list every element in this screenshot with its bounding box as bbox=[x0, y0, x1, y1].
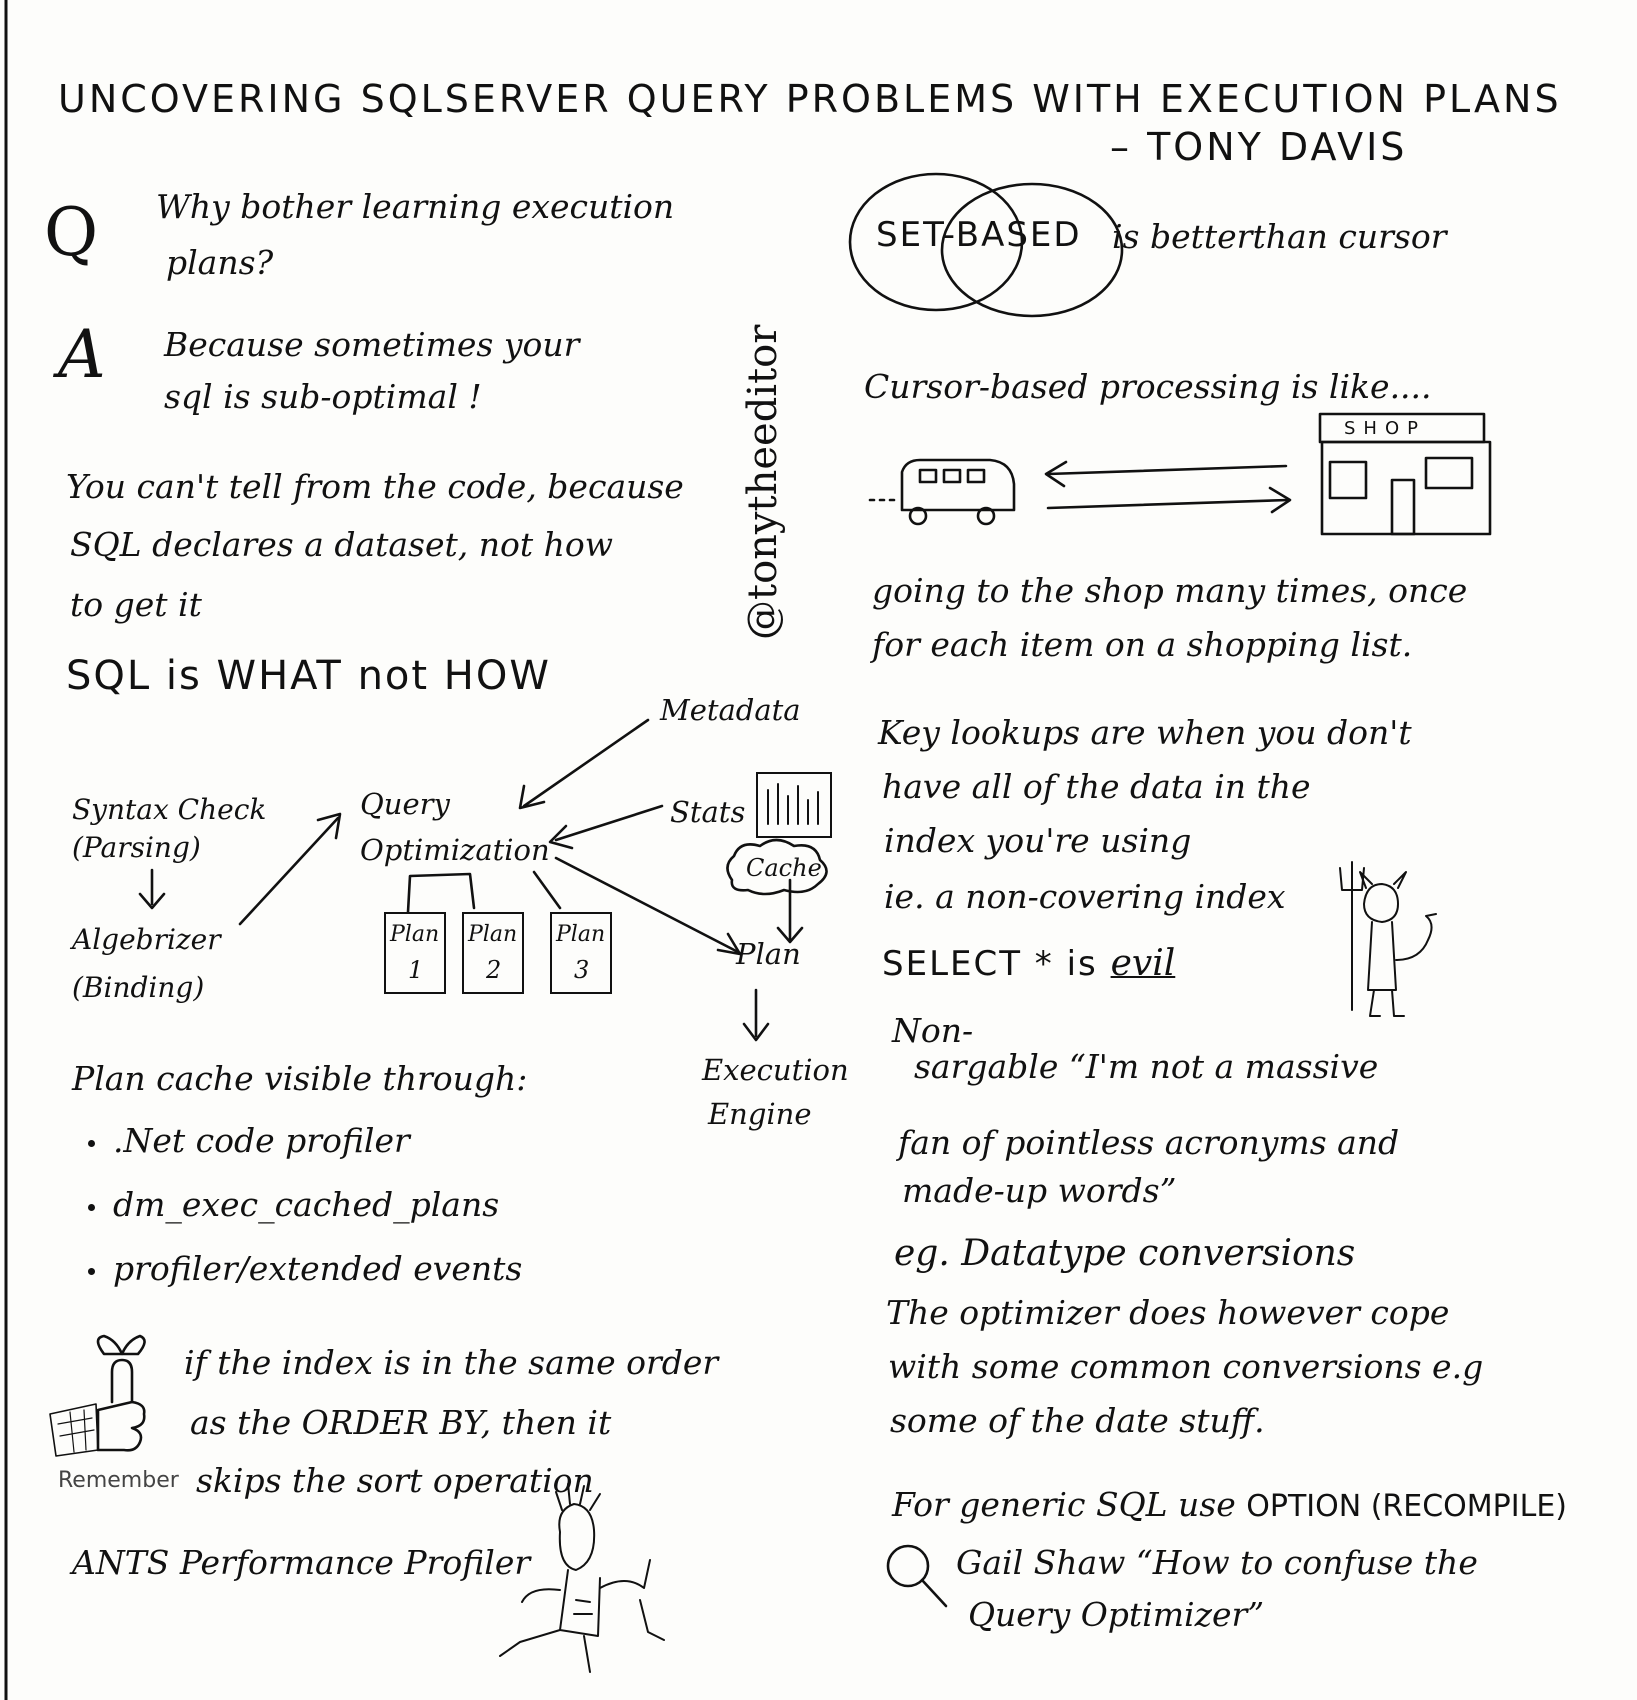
para-line-3: to get it bbox=[70, 585, 202, 624]
cache-cloud-icon bbox=[726, 838, 828, 896]
syntax-check-line-1: Syntax Check bbox=[72, 793, 267, 826]
stats-bars-icon bbox=[767, 783, 819, 825]
plan-1-number: 1 bbox=[408, 956, 424, 984]
going-line-2: for each item on a shopping list. bbox=[872, 625, 1413, 664]
plan-cache-heading: Plan cache visible through: bbox=[72, 1059, 528, 1098]
plan-cache-item: .Net code profiler bbox=[88, 1124, 410, 1157]
shop-icon bbox=[1318, 412, 1492, 536]
option-recompile: OPTION (RECOMPILE) bbox=[1246, 1489, 1567, 1524]
going-line-1: going to the shop many times, once bbox=[872, 571, 1468, 610]
plan-1-label: Plan bbox=[390, 922, 440, 947]
algebrizer-line-1: Algebrizer bbox=[72, 923, 221, 956]
key-lookups-line-4: ie. a non-covering index bbox=[884, 877, 1286, 916]
plan-3-number: 3 bbox=[574, 956, 590, 984]
devil-icon bbox=[1339, 861, 1437, 1017]
remember-line-1: if the index is in the same order bbox=[184, 1343, 719, 1382]
remember-finger-icon bbox=[49, 1334, 146, 1457]
key-lookups-line-1: Key lookups are when you don't bbox=[878, 713, 1412, 752]
stats-arrow bbox=[554, 804, 664, 842]
para-line-2: SQL declares a dataset, not how bbox=[70, 525, 614, 564]
set-based-label: SET-BASED bbox=[876, 215, 1082, 255]
arrow-head-left bbox=[1044, 460, 1068, 488]
plan-branch-3 bbox=[532, 870, 562, 910]
magnifying-glass-icon bbox=[886, 1544, 948, 1608]
sargable-line-1: sargable “I'm not a massive bbox=[914, 1047, 1379, 1086]
non-label: Non- bbox=[892, 1011, 974, 1050]
bullet-icon bbox=[88, 1203, 95, 1211]
generic-sql: For generic SQL use OPTION (RECOMPILE) bbox=[892, 1488, 1567, 1522]
arrow-to-van bbox=[1046, 464, 1288, 476]
arrow-to-shop bbox=[1046, 498, 1290, 510]
select-star-evil: evil bbox=[1110, 943, 1176, 984]
key-lookups-line-3: index you're using bbox=[884, 821, 1192, 860]
stats-label: Stats bbox=[670, 795, 746, 829]
bullet-icon bbox=[88, 1139, 95, 1147]
q-letter: Q bbox=[44, 194, 99, 271]
generic-sql-prefix: For generic SQL use bbox=[892, 1485, 1236, 1524]
key-lookups-line-2: have all of the data in the bbox=[882, 767, 1311, 806]
plan-3-label: Plan bbox=[556, 922, 606, 947]
optimizer-line-1: The optimizer does however cope bbox=[886, 1293, 1450, 1332]
execution-engine-line-2: Engine bbox=[708, 1097, 812, 1131]
para-line-1: You can't tell from the code, because bbox=[66, 467, 684, 506]
bullet-icon bbox=[88, 1267, 95, 1275]
optimizer-line-2: with some common conversions e.g bbox=[888, 1347, 1484, 1386]
plan-2-number: 2 bbox=[486, 956, 502, 984]
plan-1-box: Plan 1 bbox=[384, 912, 446, 994]
plan-2-label: Plan bbox=[468, 922, 518, 947]
optimizer-to-plan-arrow bbox=[554, 856, 740, 954]
execution-engine-line-1: Execution bbox=[702, 1053, 849, 1087]
cursor-heading: Cursor-based processing is like.... bbox=[864, 367, 1432, 406]
query-optimization-line-2: Optimization bbox=[360, 833, 550, 867]
plan-cache-item-text: dm_exec_cached_plans bbox=[113, 1185, 500, 1224]
optimizer-line-3: some of the date stuff. bbox=[890, 1401, 1265, 1440]
remember-label: Remember bbox=[58, 1468, 179, 1493]
remember-line-3: skips the sort operation bbox=[196, 1461, 594, 1500]
plan-branch-1 bbox=[406, 872, 476, 914]
plan-cache-item: profiler/extended events bbox=[88, 1252, 522, 1285]
gail-line-2: Query Optimizer” bbox=[968, 1595, 1265, 1634]
sargable-line-2: fan of pointless acronyms and bbox=[898, 1123, 1400, 1162]
select-star: SELECT * is evil bbox=[882, 946, 1175, 982]
van-icon bbox=[868, 458, 1016, 526]
venn-circle-left-icon bbox=[848, 172, 1024, 312]
sql-what-not-how: SQL is WHAT not HOW bbox=[66, 653, 551, 699]
shop-sign: SHOP bbox=[1344, 418, 1426, 439]
cache-label: Cache bbox=[746, 854, 822, 882]
gail-line-1: Gail Shaw “How to confuse the bbox=[956, 1543, 1478, 1582]
question-line-2: plans? bbox=[166, 243, 274, 282]
venn-circle-right-icon bbox=[940, 182, 1124, 318]
plan-cache-item: dm_exec_cached_plans bbox=[88, 1188, 499, 1221]
algebrizer-line-2: (Binding) bbox=[72, 971, 205, 1004]
plan-cache-item-text: .Net code profiler bbox=[113, 1121, 410, 1160]
query-optimization-line-1: Query bbox=[360, 787, 450, 821]
a-letter: A bbox=[58, 316, 106, 393]
algebrizer-to-optimizer-arrow bbox=[238, 816, 340, 926]
plan-3-box: Plan 3 bbox=[550, 912, 612, 994]
syntax-check-line-2: (Parsing) bbox=[72, 831, 201, 864]
ant-character-icon bbox=[499, 1483, 665, 1673]
remember-line-2: as the ORDER BY, then it bbox=[190, 1403, 612, 1442]
author-byline: – TONY DAVIS bbox=[1110, 125, 1408, 169]
answer-line-1: Because sometimes your bbox=[164, 325, 580, 364]
page-title: UNCOVERING SQLSERVER QUERY PROBLEMS WITH… bbox=[58, 77, 1562, 121]
plan-cache-item-text: profiler/extended events bbox=[113, 1249, 523, 1288]
eg-datatype: eg. Datatype conversions bbox=[894, 1233, 1356, 1274]
stats-chart-icon bbox=[756, 772, 832, 838]
metadata-arrow bbox=[522, 718, 650, 808]
metadata-label: Metadata bbox=[660, 693, 801, 727]
plan-label: Plan bbox=[736, 937, 801, 971]
plan-2-box: Plan 2 bbox=[462, 912, 524, 994]
question-line-1: Why bother learning execution bbox=[156, 187, 675, 226]
arrow-head-right bbox=[1268, 486, 1292, 514]
answer-line-2: sql is sub-optimal ! bbox=[164, 377, 482, 416]
better-than-cursor: is betterthan cursor bbox=[1112, 217, 1447, 256]
sargable-line-3: made-up words” bbox=[902, 1171, 1177, 1210]
ants-profiler: ANTS Performance Profiler bbox=[72, 1543, 531, 1582]
select-star-prefix: SELECT * is bbox=[882, 944, 1098, 984]
